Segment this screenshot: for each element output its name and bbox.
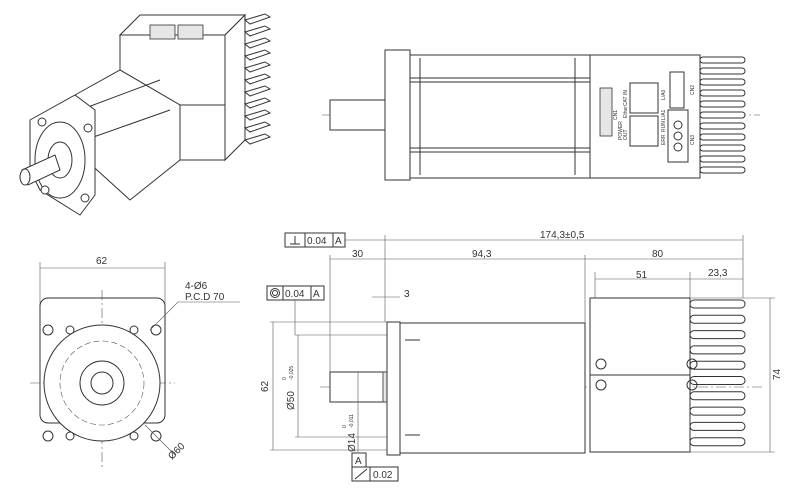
heatsink-fin <box>243 73 272 85</box>
svg-text:0.04: 0.04 <box>285 289 305 300</box>
heatsink-fin <box>689 345 746 355</box>
rj45-port-in <box>149 24 176 40</box>
heatsink-fin <box>699 122 746 130</box>
heatsink-fins <box>689 299 746 447</box>
heatsink-fin <box>243 61 272 73</box>
heatsink-fin <box>689 314 746 324</box>
dim-heatsink: 23,3 <box>708 268 728 279</box>
heatsink-fin <box>689 299 746 309</box>
svg-text:0: 0 <box>282 377 288 380</box>
svg-text:A: A <box>313 289 320 300</box>
heatsink-fin <box>699 67 746 75</box>
dim-shaft-diameter: Ø14 <box>347 433 358 452</box>
svg-text:A: A <box>355 456 362 467</box>
svg-text:A: A <box>335 236 342 247</box>
label-ethercat: EtherCAT <box>623 96 629 118</box>
svg-text:0: 0 <box>342 425 348 428</box>
dim-driver-box: 51 <box>636 270 648 281</box>
heatsink-fin <box>699 89 746 97</box>
dim-shaft-length: 30 <box>352 249 364 260</box>
label-cn1: CN1 <box>613 110 619 120</box>
dim-overall-length: 174,3±0,5 <box>540 230 585 241</box>
label-run: RUN <box>661 121 667 132</box>
heatsink-fin <box>243 49 272 61</box>
heatsink-fin <box>689 437 746 447</box>
front-view: 62 4-Ø6 P.C.D 70 Ø60 <box>30 256 240 470</box>
concentricity-frame: 0.04 A <box>266 285 325 335</box>
heatsink-fin <box>243 133 272 145</box>
dim-pilot-diameter: Ø50 <box>286 391 297 410</box>
dim-flange-thickness: 3 <box>404 289 410 300</box>
perpendicularity-frame: 0.04 A <box>284 232 385 248</box>
label-out: OUT <box>623 129 629 140</box>
rj45-port-out <box>629 115 659 147</box>
shaft <box>329 99 386 131</box>
rj45-port-in <box>629 82 659 114</box>
heatsink-fin <box>689 376 746 385</box>
dim-outer-diameter: Ø60 <box>166 441 187 462</box>
runout-frame: A 0.02 <box>351 452 399 482</box>
flange <box>384 49 411 181</box>
heatsink-fin <box>699 111 746 119</box>
label-in: IN <box>623 90 629 95</box>
label-la1: L/A1 <box>661 109 667 120</box>
dim-front-width: 62 <box>96 256 108 267</box>
heatsink-fins <box>243 13 272 145</box>
heatsink-fin <box>689 360 746 370</box>
label-power: POWER <box>618 121 624 140</box>
heatsink-fin <box>243 25 272 37</box>
side-view: 174,3±0,5 30 94,3 80 51 23,3 3 62 Ø50 0 … <box>260 230 783 456</box>
flange <box>386 321 401 456</box>
heatsink-fin <box>243 109 272 121</box>
svg-text:-0,025: -0,025 <box>289 366 295 380</box>
top-view: POWER EtherCAT IN OUT CN1 CN2 CN3 L/A0 L… <box>322 49 760 181</box>
dim-driver-height: 74 <box>772 368 783 380</box>
isometric-view <box>19 13 272 216</box>
connector-cn3 <box>667 109 689 163</box>
heatsink-fin <box>243 97 272 109</box>
dim-driver-length: 80 <box>652 249 664 260</box>
motor-body <box>409 54 591 179</box>
heatsink-fin <box>243 85 272 97</box>
heatsink-fin <box>699 100 746 108</box>
heatsink-fin <box>699 78 746 86</box>
label-cn3: CN3 <box>690 135 696 145</box>
svg-text:0.02: 0.02 <box>373 470 393 481</box>
dim-motor-length: 94,3 <box>472 249 492 260</box>
heatsink-fins <box>699 56 746 174</box>
heatsink-fin <box>689 330 746 340</box>
heatsink-fin <box>699 56 746 64</box>
heatsink-fin <box>699 144 746 152</box>
label-err: ERR <box>661 134 667 145</box>
connector-cn2 <box>669 71 685 109</box>
heatsink-fin <box>243 13 272 25</box>
dim-pcd: P.C.D 70 <box>185 292 225 303</box>
heatsink-fin <box>699 166 746 174</box>
label-cn2: CN2 <box>690 85 696 95</box>
heatsink-fin <box>689 406 746 416</box>
label-la0: L/A0 <box>661 89 667 100</box>
screws <box>595 358 698 391</box>
heatsink-fin <box>689 391 746 401</box>
dim-height-side: 62 <box>260 380 271 392</box>
heatsink-fin <box>689 421 746 431</box>
shaft <box>329 371 386 403</box>
dip-switch <box>599 87 613 137</box>
motor-body <box>399 322 586 454</box>
heatsink-fin <box>699 155 746 163</box>
heatsink-fin <box>699 133 746 141</box>
heatsink-fin <box>243 121 272 133</box>
rj45-port-out <box>177 24 204 40</box>
svg-text:0.04: 0.04 <box>307 236 327 247</box>
svg-text:-0,011: -0,011 <box>349 414 355 428</box>
heatsink-fin <box>243 37 272 49</box>
dim-holes: 4-Ø6 <box>185 281 208 292</box>
